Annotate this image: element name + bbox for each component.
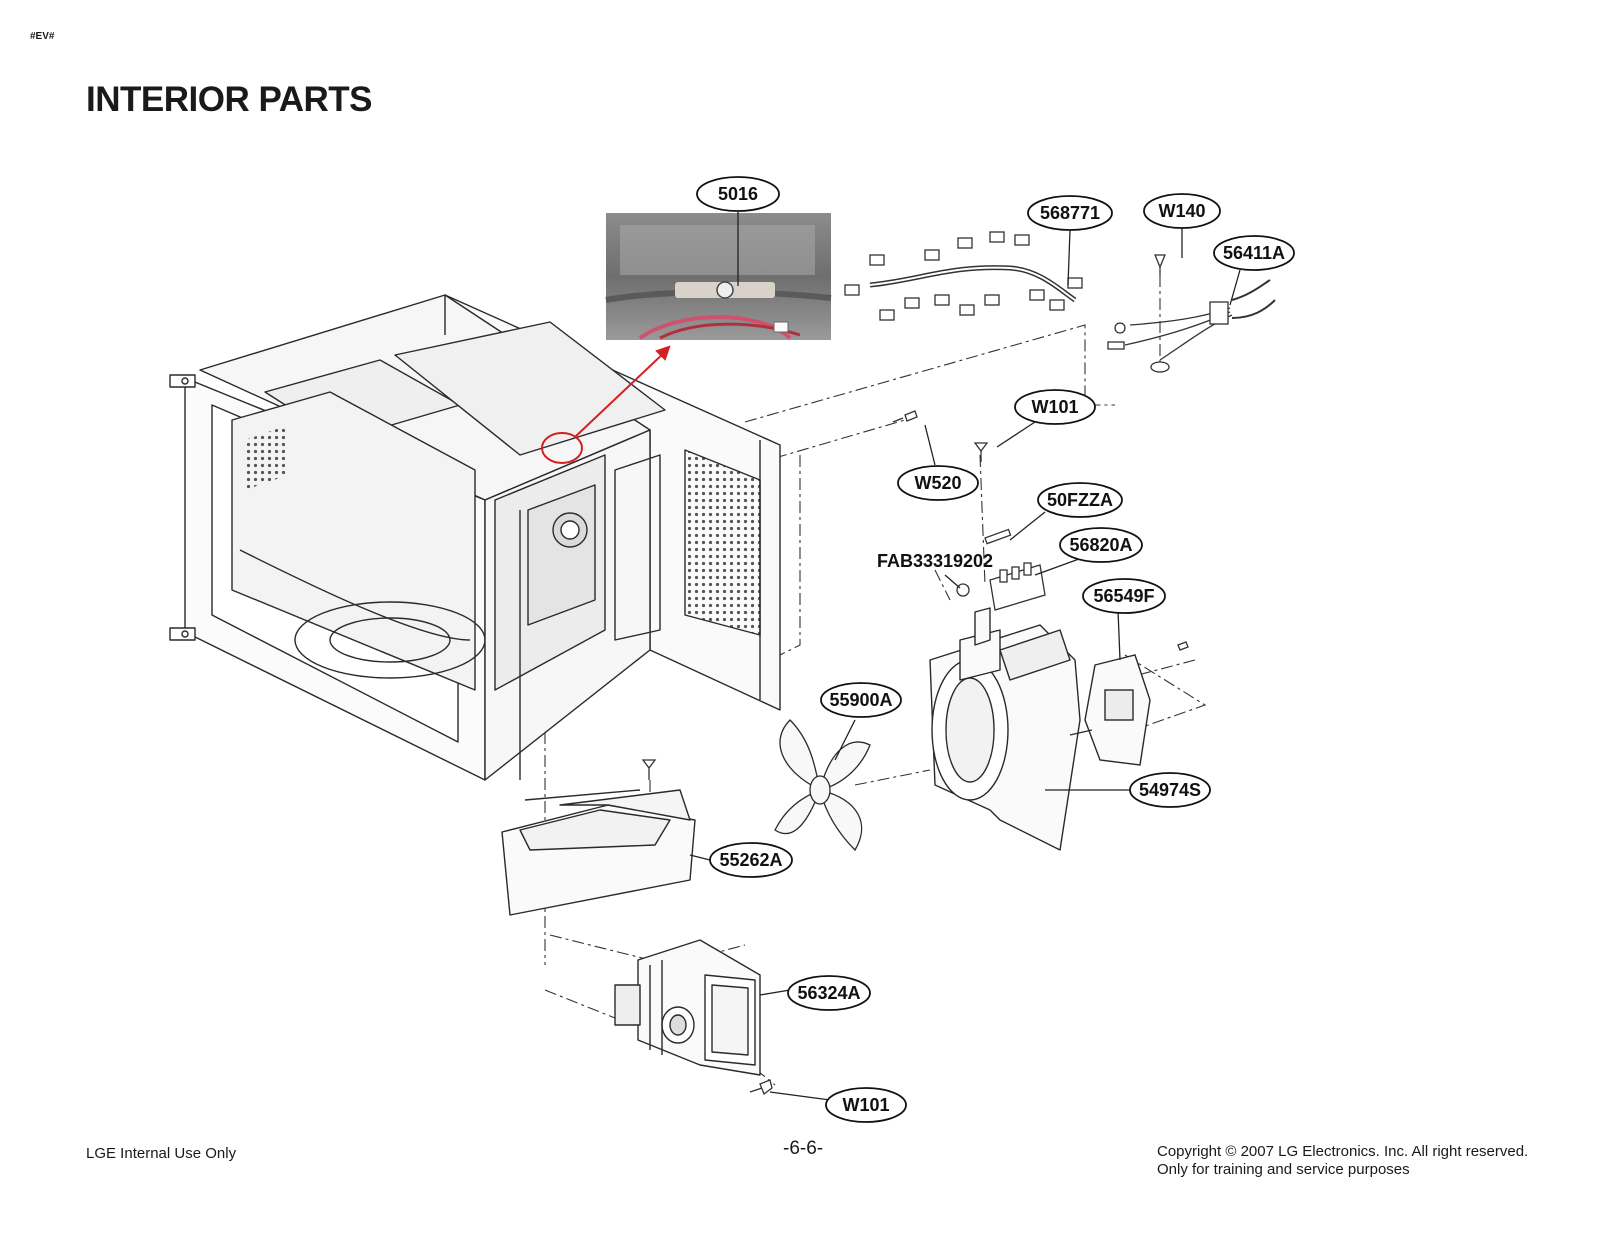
- detail-highlight: [541, 345, 671, 464]
- callout-FAB33319202: FAB33319202: [877, 551, 993, 571]
- fan-blade-55900A: [774, 719, 871, 852]
- callout-label: 54974S: [1139, 780, 1201, 800]
- callout-55900A: 55900A: [820, 682, 902, 718]
- callout-W140: W140: [1143, 193, 1221, 229]
- callout-label: 56324A: [797, 983, 860, 1003]
- callout-W101-top: W101: [1014, 389, 1096, 425]
- callout-label: 56411A: [1223, 243, 1285, 263]
- callout-label: W520: [914, 473, 961, 493]
- copyright-text: Copyright © 2007 LG Electronics. Inc. Al…: [1157, 1143, 1529, 1160]
- wire-harness-568771: [844, 231, 1083, 321]
- motor-56549F: [1069, 654, 1151, 766]
- leader-lines: [689, 212, 1241, 1101]
- screws: [641, 410, 1189, 1096]
- callout-56411A: 56411A: [1213, 235, 1295, 271]
- fan-bracket-54974S: [929, 607, 1081, 851]
- callout-5016: 5016: [696, 176, 780, 212]
- callout-56324A: 56324A: [787, 975, 871, 1011]
- callout-label: W140: [1158, 201, 1205, 221]
- switch-assembly: [956, 528, 1046, 611]
- magnetron-56324A: [614, 939, 761, 1076]
- footer-internal-use: LGE Internal Use Only: [86, 1145, 237, 1162]
- callout-54974S: 54974S: [1129, 772, 1211, 808]
- callout-label: 55262A: [719, 850, 782, 870]
- callout-50FZZA: 50FZZA: [1037, 482, 1123, 518]
- page-number: -6-6-: [783, 1138, 824, 1159]
- callout-W520: W520: [897, 465, 979, 501]
- callout-label: 5016: [718, 184, 758, 204]
- callout-label: 56820A: [1069, 535, 1132, 555]
- power-cord-56411A: [1107, 254, 1276, 373]
- detail-photo-5016: [605, 213, 832, 340]
- air-duct-55262A: [501, 789, 696, 916]
- callout-568771: 568771: [1027, 195, 1113, 231]
- callout-label: 568771: [1040, 203, 1100, 223]
- footer-copyright-block: Copyright © 2007 LG Electronics. Inc. Al…: [1157, 1143, 1528, 1179]
- callout-label: FAB33319202: [877, 551, 993, 571]
- callout-56549F: 56549F: [1082, 578, 1166, 614]
- page-title: INTERIOR PARTS: [86, 80, 372, 119]
- callout-W101-bottom: W101: [825, 1087, 907, 1123]
- document-code: #EV#: [30, 31, 55, 42]
- callout-label: 50FZZA: [1047, 490, 1113, 510]
- callout-label: 56549F: [1093, 586, 1154, 606]
- assembly-guide-lines: [544, 275, 1207, 1086]
- callout-label: W101: [842, 1095, 889, 1115]
- callout-label: 55900A: [829, 690, 892, 710]
- callout-56820A: 56820A: [1059, 527, 1143, 563]
- callout-55262A: 55262A: [709, 842, 793, 878]
- purpose-text: Only for training and service purposes: [1157, 1161, 1410, 1178]
- callout-label: W101: [1031, 397, 1078, 417]
- microwave-cavity: [169, 294, 781, 781]
